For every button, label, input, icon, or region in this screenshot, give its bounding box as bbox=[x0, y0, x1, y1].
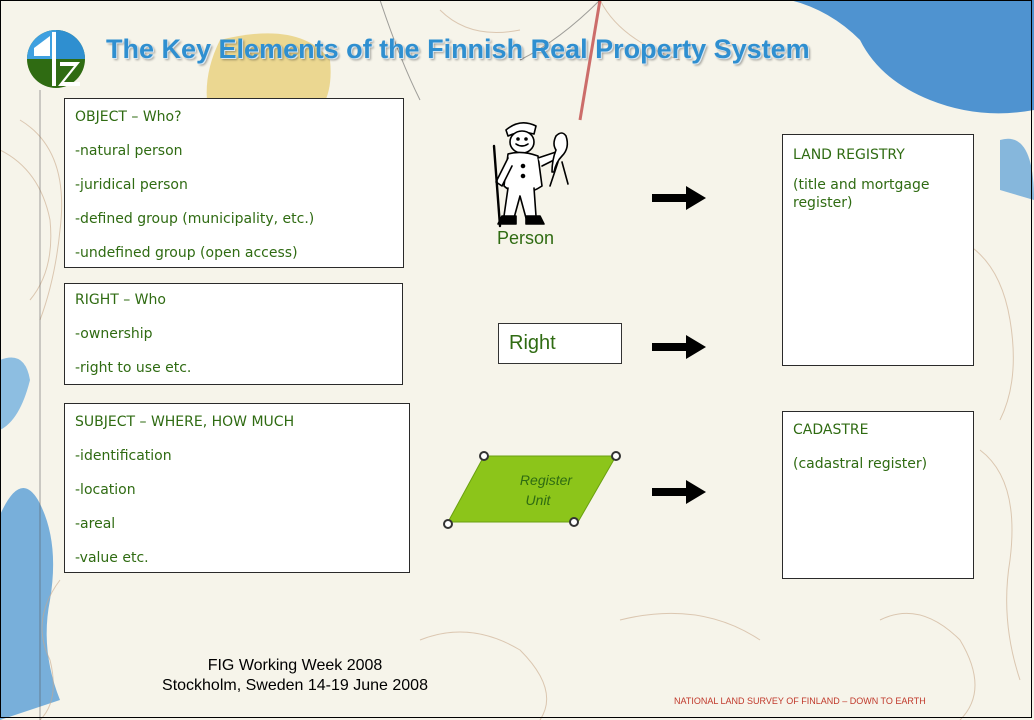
right-box: RIGHT – Who -ownership -right to use etc… bbox=[64, 283, 403, 385]
right-item: -ownership bbox=[75, 326, 153, 342]
register-unit-label-line1: Register bbox=[520, 472, 573, 488]
footer-event-name: FIG Working Week 2008 bbox=[207, 657, 383, 674]
object-box: OBJECT – Who? -natural person -juridical… bbox=[64, 98, 404, 268]
slide-title: The Key Elements of the Finnish Real Pro… bbox=[106, 34, 810, 64]
right-item: -right to use etc. bbox=[75, 360, 192, 376]
person-label: Person bbox=[497, 228, 555, 248]
arrow-right-icon bbox=[652, 480, 706, 504]
subject-item: -value etc. bbox=[75, 550, 149, 566]
subject-heading: SUBJECT – WHERE, HOW MUCH bbox=[75, 414, 295, 430]
arrow-right-icon bbox=[652, 186, 706, 210]
nls-logo-icon bbox=[27, 30, 85, 88]
right-heading: RIGHT – Who bbox=[75, 292, 166, 308]
register-unit-label-line2: Unit bbox=[526, 492, 552, 508]
subject-item: -areal bbox=[75, 516, 116, 532]
object-heading: OBJECT – Who? bbox=[75, 109, 182, 125]
cadastre-desc: (cadastral register) bbox=[793, 456, 928, 472]
land-registry-box: LAND REGISTRY (title and mortgage regist… bbox=[782, 134, 974, 366]
footer-org: NATIONAL LAND SURVEY OF FINLAND – DOWN T… bbox=[674, 696, 926, 706]
object-item: -defined group (municipality, etc.) bbox=[75, 211, 315, 227]
register-unit-shape: Register Unit bbox=[443, 451, 621, 529]
subject-box: SUBJECT – WHERE, HOW MUCH -identificatio… bbox=[64, 403, 410, 573]
arrow-right-icon bbox=[652, 335, 706, 359]
right-label-box: Right bbox=[498, 323, 622, 364]
object-item: -natural person bbox=[75, 143, 183, 159]
subject-item: -identification bbox=[75, 448, 172, 464]
footer-event-location: Stockholm, Sweden 14-19 June 2008 bbox=[162, 677, 428, 694]
land-registry-heading: LAND REGISTRY bbox=[793, 147, 905, 163]
object-item: -juridical person bbox=[75, 177, 188, 193]
footer-event: FIG Working Week 2008 Stockholm, Sweden … bbox=[136, 656, 454, 696]
cadastre-box: CADASTRE (cadastral register) bbox=[782, 411, 974, 579]
right-label-text: Right bbox=[509, 332, 556, 354]
land-registry-desc: (title and mortgage bbox=[793, 177, 930, 193]
cadastre-heading: CADASTRE bbox=[793, 422, 869, 438]
object-item: -undefined group (open access) bbox=[75, 245, 298, 261]
land-registry-desc: register) bbox=[793, 195, 853, 211]
farmer-person-icon bbox=[492, 122, 569, 228]
subject-item: -location bbox=[75, 482, 136, 498]
